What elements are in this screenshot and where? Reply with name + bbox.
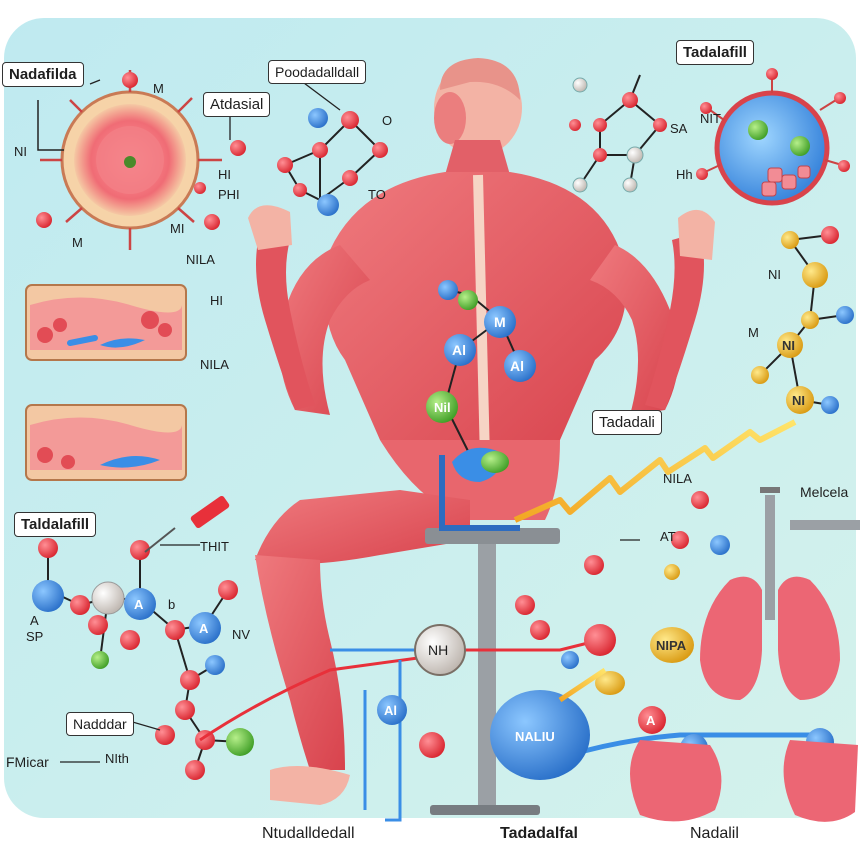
label-poodadalldall: Poodadalldall (268, 60, 367, 84)
cell-cross-section-right (696, 68, 850, 206)
cell-cross-section-left (36, 70, 246, 250)
label-m-right: M (748, 325, 759, 340)
label-nadafilda: Nadafilda (2, 62, 84, 87)
atom-label-m: M (494, 314, 506, 330)
atom-label-ni-2: NI (782, 338, 795, 353)
label-nl: NI (14, 144, 27, 159)
label-o: O (382, 113, 393, 128)
label-tadalafill: Tadalafill (676, 40, 754, 65)
label-nith: NIth (105, 751, 129, 766)
molecule-bottom-left-atoms (32, 538, 254, 780)
label-nadalil: Nadalil (690, 825, 739, 842)
energy-bolt (513, 419, 797, 523)
label-tadadali: Tadadali (592, 410, 662, 435)
molecule-back-atoms (426, 280, 536, 482)
atom-label-nil: Nil (434, 400, 451, 415)
atom-label-nipa: NIPA (656, 638, 687, 653)
chair (425, 455, 560, 815)
label-phl: PHI (218, 187, 240, 202)
label-b-left: b (168, 597, 176, 612)
lungs (700, 487, 860, 700)
label-nadddar: Nadddar (66, 712, 134, 736)
molecule-right-chain-atoms (751, 226, 854, 414)
muscular-figure (248, 58, 715, 805)
atom-label-a-small: A (646, 713, 656, 728)
label-hh: Hh (676, 167, 693, 182)
syringe (144, 495, 230, 553)
label-nila: NILA (186, 252, 215, 267)
atom-label-ni: NI (792, 393, 805, 408)
tissue-panel-lower (25, 404, 187, 481)
label-a-left: A (30, 613, 39, 628)
label-nh: NH (428, 642, 449, 658)
label-mi: MI (170, 221, 185, 236)
label-hl: HI (218, 167, 231, 182)
atom-label-naliu: NALIU (515, 729, 555, 744)
label-sp: SP (26, 629, 44, 644)
atom-label-a-2: A (199, 621, 209, 636)
label-nit: NIT (700, 111, 721, 126)
tissue-panel-upper (25, 284, 187, 361)
label-thit: THIT (200, 539, 229, 554)
label-tadadalfal: Tadadalfal (500, 825, 578, 842)
molecule-top-center-atoms (277, 108, 388, 216)
label-melcela: Melcela (800, 484, 849, 500)
atom-label-al: Al (452, 342, 466, 358)
label-nv: NV (232, 627, 251, 642)
label-nila-2: NILA (200, 357, 229, 372)
label-at: AT (660, 529, 676, 544)
label-sa: SA (670, 121, 688, 136)
label-m-top: M (153, 81, 164, 96)
label-m-arrow: M (72, 235, 83, 250)
label-nl-right: NI (768, 267, 781, 282)
organs-bottom-right (630, 740, 858, 822)
label-nila-3: NILA (663, 471, 692, 486)
nh-atom (414, 624, 466, 676)
molecule-top-right-atoms (569, 77, 667, 193)
atom-label-al-2: Al (510, 358, 524, 374)
label-atdasial: Atdasial (203, 92, 271, 117)
label-to: TO (368, 187, 386, 202)
atom-label-al-3: Al (384, 703, 397, 718)
label-fmicar: FMicar (6, 754, 49, 770)
label-hl-2: HI (210, 293, 223, 308)
label-taldalafill: Taldalafill (14, 512, 97, 537)
label-ntudalldedall: Ntudalldedall (262, 825, 355, 842)
atom-label-a: A (134, 597, 144, 612)
